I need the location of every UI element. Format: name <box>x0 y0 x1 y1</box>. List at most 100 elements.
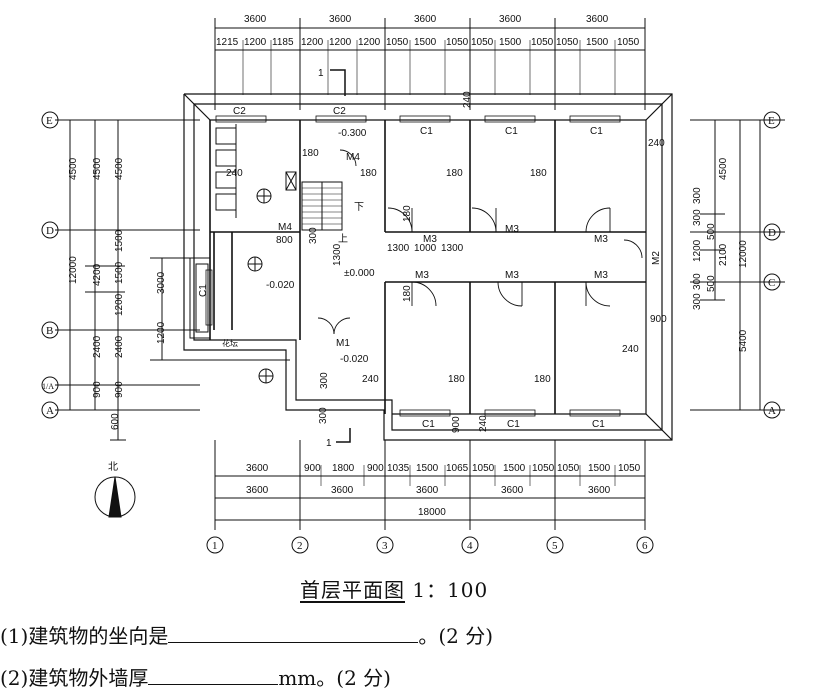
planter-label: 花坛 <box>222 338 238 348</box>
wall-thickness: 240 <box>226 168 243 179</box>
top-subdim: 1500 <box>414 37 437 48</box>
misc-dim: 900 <box>451 416 462 433</box>
partition-dim: 180 <box>530 168 547 179</box>
axis-label: D <box>768 227 776 239</box>
top-subdim: 1200 <box>358 37 381 48</box>
left-dim: 2400 <box>92 335 103 358</box>
section-mark-bottom: 1 <box>326 438 332 449</box>
top-subdim: 1050 <box>446 37 469 48</box>
window-label: C1 <box>198 284 209 297</box>
bottom-dim: 3600 <box>246 463 269 474</box>
question-1: (1)建筑物的坐向是 。(2 分) <box>0 620 493 649</box>
answer-blank-2[interactable] <box>148 666 279 685</box>
top-subdim: 1500 <box>499 37 522 48</box>
right-dim: 5400 <box>738 329 749 352</box>
level-mark: ±0.000 <box>344 268 375 279</box>
window-label: C1 <box>420 126 433 137</box>
partition-dim: 180 <box>302 148 319 159</box>
right-dim: 300 <box>692 209 703 226</box>
door-label: M3 <box>594 270 608 281</box>
drawing-scale: 1：100 <box>412 578 489 602</box>
question-1-prefix: (1)建筑物的坐向是 <box>0 624 169 648</box>
left-dim: 1500 <box>114 229 125 252</box>
top-dim-5: 3600 <box>586 14 609 25</box>
window-label: C1 <box>592 419 605 430</box>
level-mark: -0.300 <box>338 128 367 139</box>
left-dim: 1200 <box>114 293 125 316</box>
answer-blank-1[interactable] <box>168 624 419 643</box>
right-dim: 500 <box>706 275 717 292</box>
right-dim: 300 <box>692 187 703 204</box>
wall-thickness: 240 <box>478 415 489 432</box>
door-dim: 1300 <box>387 243 410 254</box>
top-subdim: 1200 <box>301 37 324 48</box>
door-label: M2 <box>651 251 662 265</box>
stair-up-label: 上 <box>338 233 348 245</box>
bottom-dim: 900 <box>367 463 384 474</box>
door-label: M4 <box>278 222 292 233</box>
question-2-suffix: mm。(2 分) <box>278 666 391 690</box>
axis-label: E <box>46 115 53 127</box>
level-mark: -0.020 <box>266 280 295 291</box>
right-dim: 4500 <box>718 157 729 180</box>
door-label: M3 <box>423 234 437 245</box>
window-label: C1 <box>422 419 435 430</box>
drawing-title-main: 首层平面图 <box>300 578 405 602</box>
axis-label: A <box>768 405 776 417</box>
top-subdim: 1050 <box>556 37 579 48</box>
north-label: 北 <box>108 461 118 473</box>
top-dim-1: 3600 <box>244 14 267 25</box>
axis-label: 1 <box>212 540 218 552</box>
bottom-dim: 3600 <box>501 485 524 496</box>
window-label: C1 <box>505 126 518 137</box>
top-subdim: 1500 <box>586 37 609 48</box>
stair-down-label: 下 <box>354 202 364 213</box>
bottom-dim: 3600 <box>416 485 439 496</box>
door-dim: 800 <box>276 235 293 246</box>
axis-label: 1/A <box>42 382 54 391</box>
axis-label: A <box>46 405 54 417</box>
partition-dim: 180 <box>360 168 377 179</box>
door-label: M3 <box>505 270 519 281</box>
bottom-dim: 1050 <box>472 463 495 474</box>
right-dim: 12000 <box>738 240 749 268</box>
level-mark: -0.020 <box>340 354 369 365</box>
right-dim: 1200 <box>692 239 703 262</box>
door-label: M3 <box>594 234 608 245</box>
door-dim: 1300 <box>441 243 464 254</box>
misc-dim: 300 <box>319 372 330 389</box>
top-subdim: 1200 <box>329 37 352 48</box>
window-label: C2 <box>233 106 246 117</box>
right-dim: 500 <box>706 223 717 240</box>
window-label: C1 <box>590 126 603 137</box>
bottom-dim: 1065 <box>446 463 469 474</box>
right-dim: 2100 <box>718 243 729 266</box>
bottom-dim: 1035 <box>387 463 410 474</box>
top-dim-4: 3600 <box>499 14 522 25</box>
top-subdim: 1050 <box>386 37 409 48</box>
wall-thickness: 240 <box>362 374 379 385</box>
window-label: C1 <box>507 419 520 430</box>
bottom-dim: 1050 <box>618 463 641 474</box>
left-dim: 3000 <box>156 271 167 294</box>
bottom-dim: 1500 <box>416 463 439 474</box>
drawing-title: 首层平面图 1：100 <box>300 574 488 603</box>
axis-label: 5 <box>552 540 558 552</box>
floor-plan-drawing: 3600 3600 3600 3600 3600 1215 1200 1185 … <box>41 14 785 554</box>
question-1-suffix: 。(2 分) <box>418 624 494 648</box>
section-mark-top: 1 <box>318 68 324 79</box>
axis-label: B <box>46 325 53 337</box>
door-label: M3 <box>415 270 429 281</box>
bottom-dim: 1500 <box>588 463 611 474</box>
left-dim: 900 <box>114 381 125 398</box>
axis-label: D <box>46 225 54 237</box>
partition-dim: 180 <box>446 168 463 179</box>
bottom-dim: 1500 <box>503 463 526 474</box>
left-dim: 2400 <box>114 335 125 358</box>
axis-label: 6 <box>642 540 648 552</box>
top-dim-2: 3600 <box>329 14 352 25</box>
door-label: M1 <box>336 338 350 349</box>
bottom-dim: 3600 <box>588 485 611 496</box>
bottom-dim: 3600 <box>331 485 354 496</box>
